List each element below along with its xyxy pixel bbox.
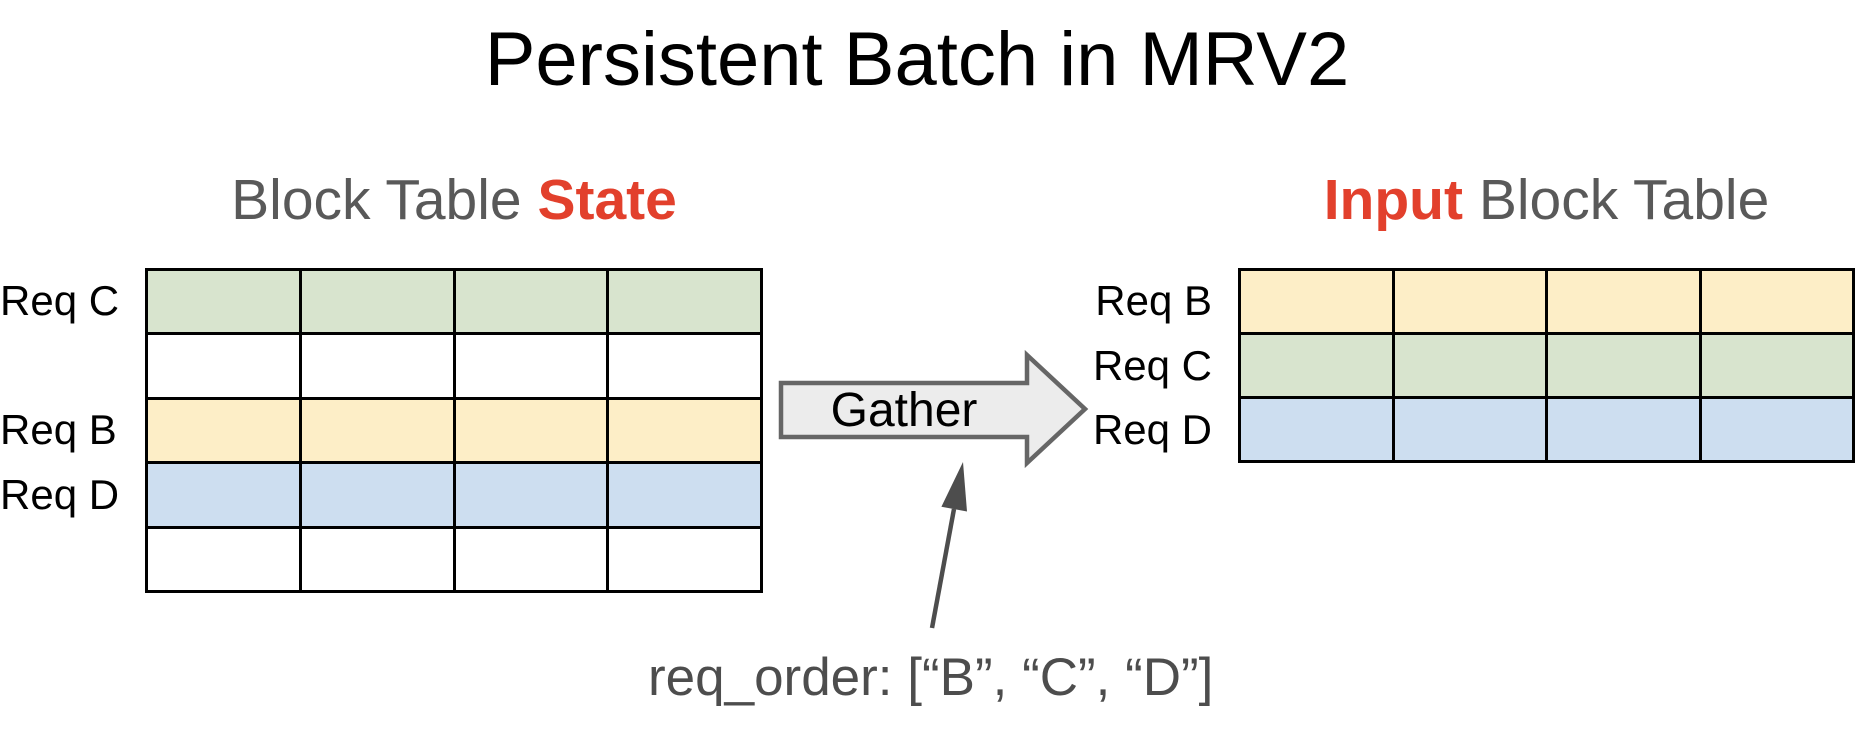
table-cell [148,528,299,590]
table-cell [1394,399,1545,460]
state-row-label-req-c: Req C [0,277,120,324]
table-cell [301,271,453,333]
table-cell [1241,399,1392,460]
table-cell [301,464,453,526]
input-row-label-req-b: Req B [1095,277,1212,324]
table-cell [609,528,760,590]
table-cell [1548,399,1699,460]
diagram-title: Persistent Batch in MRV2 [484,17,1350,102]
state-row-label-req-d: Req D [0,471,120,518]
table-cell [1701,399,1852,460]
gather-arrow-shape [778,349,1089,469]
input-block-table [1238,268,1855,463]
input-row-label-req-c: Req C [1092,342,1212,389]
table-cell [1394,335,1545,396]
table-cell [455,335,607,397]
left-table-heading: Block Table State [145,172,763,229]
right-heading-plain: Block Table [1462,168,1770,232]
table-cell [609,464,760,526]
table-cell [301,528,453,590]
table-cell [609,271,760,333]
table-cell [301,335,453,397]
input-row-label-req-d: Req D [1092,406,1212,453]
table-cell [1548,271,1699,332]
gather-arrow-label: Gather [830,384,978,437]
table-cell [1241,335,1392,396]
table-cell [301,399,453,462]
table-cell [1548,335,1699,396]
table-cell [148,271,299,333]
left-heading-plain: Block Table [231,168,538,232]
table-cell [455,464,607,526]
table-cell [609,399,760,462]
right-table-heading: Input Block Table [1238,172,1855,229]
annotation-arrow [929,462,967,629]
left-heading-accent: State [537,168,677,232]
table-cell [609,335,760,397]
table-cell [1701,335,1852,396]
table-cell [1394,271,1545,332]
table-cell [1241,271,1392,332]
table-cell [148,335,299,397]
table-cell [148,464,299,526]
table-cell [455,528,607,590]
right-heading-accent: Input [1323,168,1463,232]
table-cell [1701,271,1852,332]
table-cell [455,399,607,462]
block-table-state [145,268,763,593]
table-cell [455,271,607,333]
state-row-label-req-b: Req B [0,406,117,453]
table-cell [148,399,299,462]
req-order-annotation: req_order: [“B”, “C”, “D”] [648,648,1214,707]
